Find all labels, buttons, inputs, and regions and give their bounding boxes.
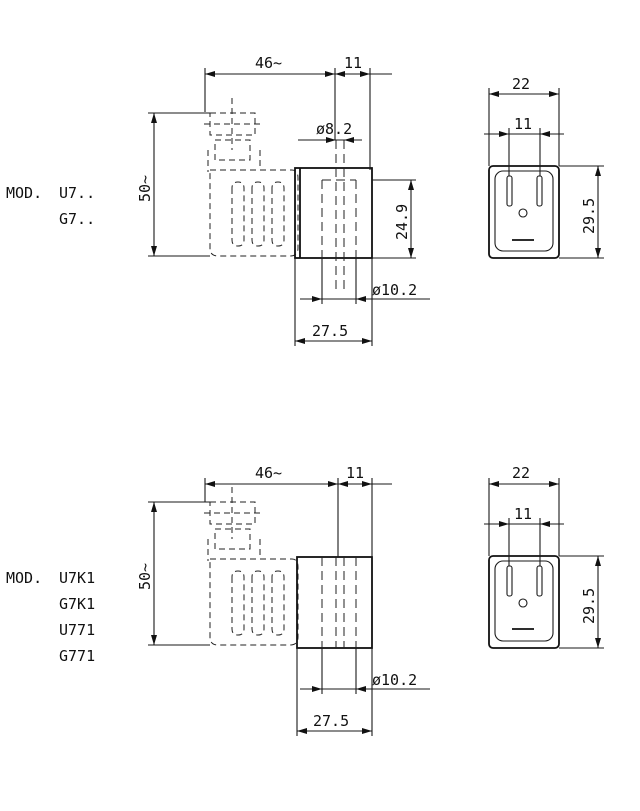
bottom-model-prefix: MOD. [6,569,42,587]
bottom-model-2: G7K1 [59,595,95,613]
bottom-front-body [488,555,560,649]
bottom-model-3: U771 [59,621,95,639]
bottom-dim-front-height: 29.5 [580,588,598,624]
top-dim-bore-outer: ø10.2 [372,281,417,299]
top-dim-bore-inner: ø8.2 [316,120,352,138]
top-dim-length: 46~ [255,54,282,72]
bottom-dim-front-pitch: 11 [514,505,532,523]
bottom-dim-pitch-side: 11 [346,464,364,482]
top-dim-front-width: 22 [512,75,530,93]
bottom-dim-body-depth: 27.5 [313,712,349,730]
top-dim-height: 50~ [136,175,154,202]
bottom-model-1: U7K1 [59,569,95,587]
top-front-body [488,165,560,259]
top-drawing: MOD. U7.. G7.. [6,54,604,346]
bottom-dim-height: 50~ [136,563,154,590]
top-dim-front-height: 29.5 [580,198,598,234]
top-coil-body [294,167,373,259]
top-model-2: G7.. [59,210,95,228]
top-dim-front-pitch: 11 [514,115,532,133]
bottom-coil-body [296,556,373,649]
top-model-prefix: MOD. [6,184,42,202]
top-dim-body-height: 24.9 [393,204,411,240]
bottom-drawing: MOD. U7K1 G7K1 U771 G771 46~ [6,464,604,736]
bottom-dim-front-width: 22 [512,464,530,482]
top-dim-pitch-side: 11 [344,54,362,72]
bottom-dim-bore-outer: ø10.2 [372,671,417,689]
top-connector-outline [204,98,299,257]
top-dim-body-depth: 27.5 [312,322,348,340]
bottom-connector-outline [204,487,299,646]
bottom-dim-length: 46~ [255,464,282,482]
bottom-model-4: G771 [59,647,95,665]
top-model-1: U7.. [59,184,95,202]
